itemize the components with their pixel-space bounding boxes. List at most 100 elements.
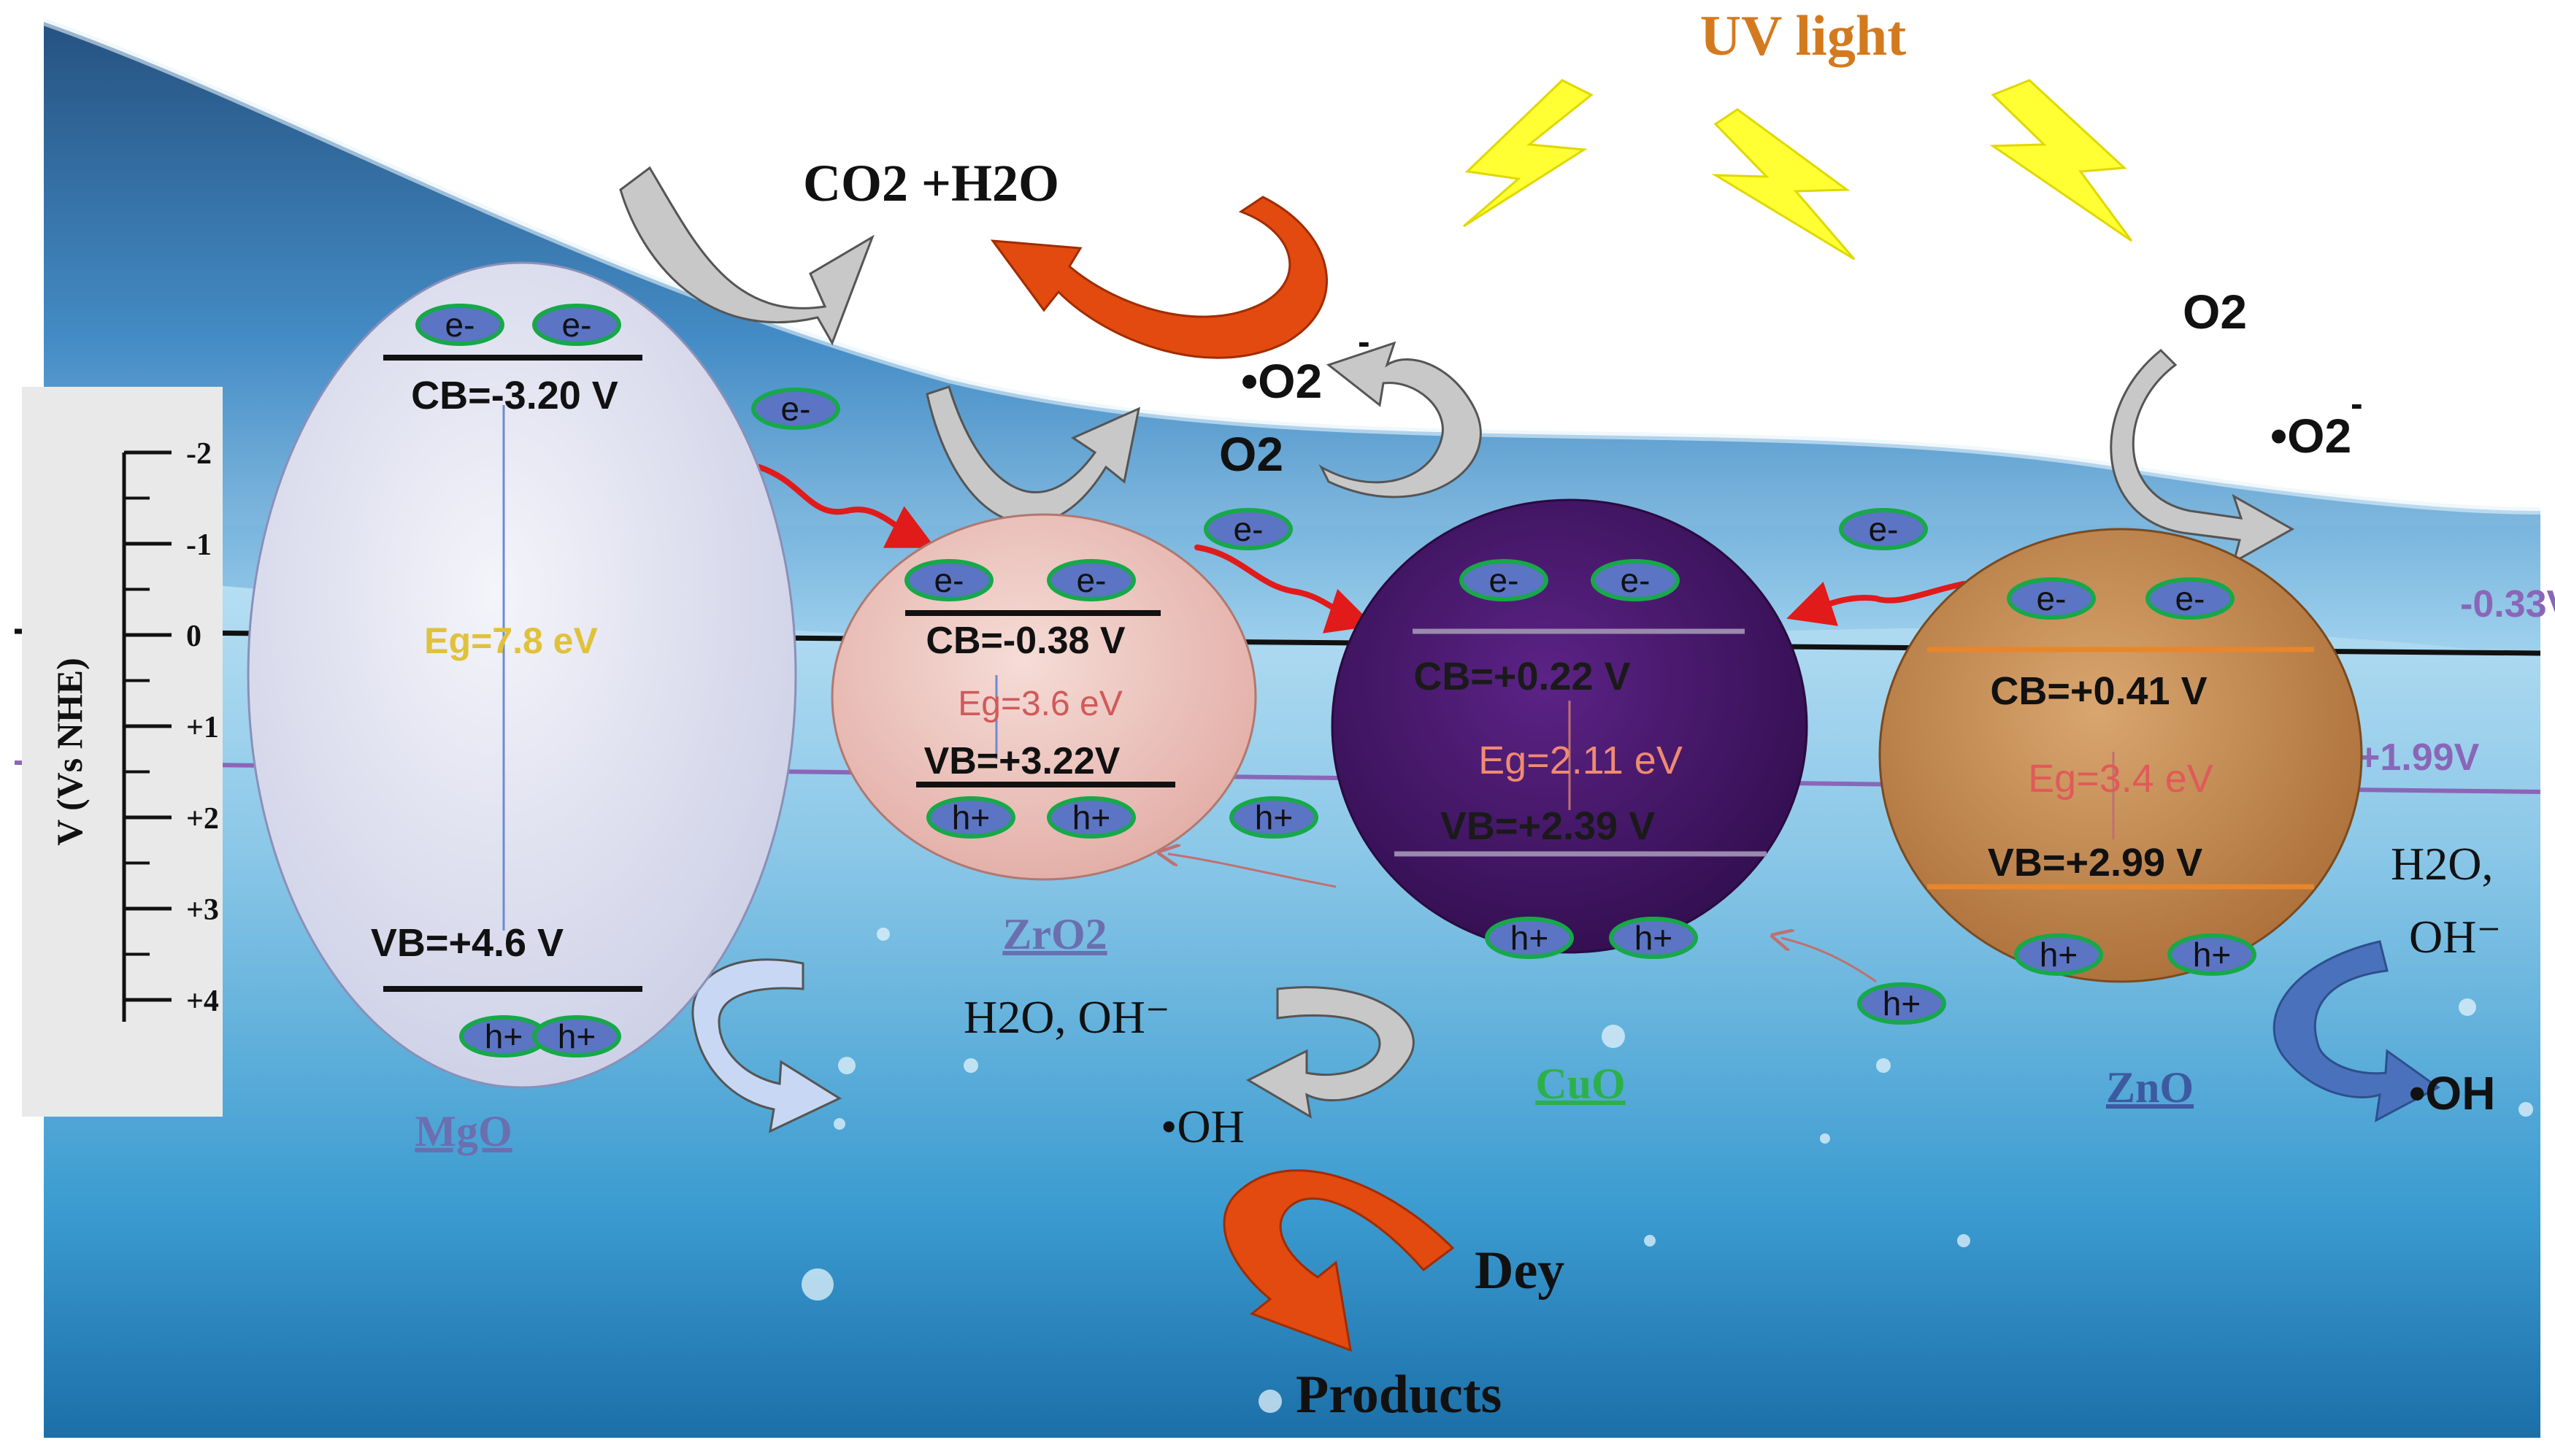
zno-name-label: ZnO xyxy=(2106,1063,2194,1112)
blue-arrow xyxy=(2272,940,2440,1122)
carrier-label: h+ xyxy=(2040,936,2078,974)
hole-badge: h+ xyxy=(1485,917,1574,959)
mgo-cb-label: CB=-3.20 V xyxy=(411,374,618,417)
axis-tick-label: +2 xyxy=(186,802,219,836)
semiconductor-zno: CB=+0.41 V Eg=3.4 eV VB=+2.99 V ZnO xyxy=(1878,528,2363,1112)
zro2-eg-label: Eg=3.6 eV xyxy=(958,685,1123,723)
co2-h2o-label: CO2 +H2O xyxy=(803,154,1059,212)
reduction-level-label: -0.33V xyxy=(2460,583,2555,625)
zno-cb-label: CB=+0.41 V xyxy=(1990,669,2207,713)
lightning-bolts xyxy=(1463,79,2133,261)
electron-badge: e- xyxy=(751,388,840,430)
carrier-label: e- xyxy=(781,390,811,428)
carrier-label: h+ xyxy=(952,798,990,836)
carrier-label: e- xyxy=(2175,579,2205,617)
zro2-cb-label: CB=-0.38 V xyxy=(926,620,1125,662)
carrier-label: e- xyxy=(1621,561,1651,599)
carrier-label: h+ xyxy=(558,1017,596,1055)
lightning-bolt-2 xyxy=(1711,108,1856,261)
hydroxyl-mid-label: •OH xyxy=(1161,1101,1245,1152)
carrier-label: h+ xyxy=(2193,936,2231,974)
electron-badge: e- xyxy=(1839,508,1928,550)
axis-ticks: -2-10+1+2+3+4 xyxy=(124,437,219,1018)
oxidation-level-label: +1.99V xyxy=(2358,736,2480,779)
hole-badge: h+ xyxy=(926,796,1015,839)
electron-badge: e- xyxy=(2145,577,2235,620)
superoxide-zno-label: •O2 xyxy=(2270,409,2351,463)
carrier-label: e- xyxy=(934,561,964,599)
hole-badge: h+ xyxy=(2167,933,2256,976)
carrier-label: e- xyxy=(562,306,592,344)
electron-badge: e- xyxy=(1047,559,1136,601)
h2o-zno-label: H2O, xyxy=(2391,838,2493,890)
cuo-vb-label: VB=+2.39 V xyxy=(1440,804,1655,848)
o2-zno-label: O2 xyxy=(2183,285,2247,339)
superoxide-cuo-charge: - xyxy=(1358,321,1370,362)
electron-badge: e- xyxy=(1459,559,1548,601)
mgo-eg-label: Eg=7.8 eV xyxy=(424,620,598,661)
h2o-oh-label: H2O, OH⁻ xyxy=(964,991,1170,1043)
electron-badge: e- xyxy=(532,304,621,346)
electron-badge: e- xyxy=(1204,508,1293,550)
electron-arrow-zro2-cuo xyxy=(1194,544,1375,633)
gray-arrow-zno-o2 xyxy=(2110,348,2295,565)
electron-transfer-arrows xyxy=(756,464,1967,633)
blue-arrow-zno-oh xyxy=(2272,940,2440,1122)
species-labels: CO2 +H2O •O2 - O2 O2 •O2 - H2O, OH⁻ •OH … xyxy=(803,154,2501,1425)
cuo-eg-label: Eg=2.11 eV xyxy=(1478,739,1683,782)
lightning-bolt-1 xyxy=(1463,79,1594,228)
electron-badge: e- xyxy=(904,559,994,601)
cuo-cb-label: CB=+0.22 V xyxy=(1413,655,1630,698)
gray-arrow-oh xyxy=(1245,986,1415,1119)
carrier-label: e- xyxy=(2037,579,2067,617)
oh-minus-zno-label: OH⁻ xyxy=(2409,911,2501,963)
dye-label: Dey xyxy=(1475,1241,1564,1301)
carrier-label: e- xyxy=(1234,510,1264,548)
axis-tick-label: +4 xyxy=(186,985,219,1018)
carrier-label: h+ xyxy=(1634,919,1672,957)
carrier-label: e- xyxy=(1869,510,1899,548)
hole-badge: h+ xyxy=(1857,982,1946,1025)
mgo-vb-label: VB=+4.6 V xyxy=(371,921,564,965)
electron-badge: e- xyxy=(415,304,504,346)
axis-tick-label: -2 xyxy=(186,437,212,471)
axis-tick-label: +3 xyxy=(186,893,219,927)
semiconductors: CB=-3.20 V Eg=7.8 eV VB=+4.6 V MgO CB=-0… xyxy=(247,261,2363,1155)
carrier-label: h+ xyxy=(1255,798,1293,836)
products-label: Products xyxy=(1296,1365,1502,1425)
electron-arrow-zno-cuo xyxy=(1786,581,1967,626)
zro2-vb-label: VB=+3.22V xyxy=(924,740,1121,782)
semiconductor-cuo: CB=+0.22 V Eg=2.11 eV VB=+2.39 V CuO xyxy=(1331,498,1808,1108)
hole-transfer-arrows xyxy=(1168,854,1877,983)
electron-arrow-mgo-zro2 xyxy=(756,464,936,548)
lightning-bolt-3 xyxy=(1989,79,2133,242)
hole-badge: h+ xyxy=(1229,796,1318,839)
hole-arrow-zno-cuo xyxy=(1781,938,1877,983)
wave-foam xyxy=(42,18,2541,515)
superoxide-zno-charge: - xyxy=(2351,383,2363,424)
hole-badge: h+ xyxy=(459,1015,548,1058)
carrier-label: e- xyxy=(1077,561,1107,599)
gray-arrow-cuo-o2 xyxy=(1318,341,1482,498)
gray-arrow-zro2 xyxy=(926,385,1141,525)
carrier-label: h+ xyxy=(485,1017,523,1055)
electron-badge: e- xyxy=(2007,577,2096,620)
orange-arrow-dye xyxy=(1223,1169,1455,1352)
gray-arrow-mgo-co2 xyxy=(619,166,875,346)
hole-arrow-cuo-zro2 xyxy=(1168,854,1337,888)
orange-arrow-co2 xyxy=(990,196,1328,359)
o2-cuo-label: O2 xyxy=(1219,427,1283,481)
charge-carriers: e-e-e-e-e-e-e-e-e-e-e-h+ h+ h+ h+ h+ h+ h+ h+ h+… xyxy=(415,304,2256,1058)
zno-vb-label: VB=+2.99 V xyxy=(1988,841,2202,885)
carrier-label: h+ xyxy=(1072,798,1110,836)
cuo-name-label: CuO xyxy=(1535,1060,1625,1108)
hole-badge: h+ xyxy=(1609,917,1698,959)
hole-badge: h+ xyxy=(532,1015,621,1058)
carrier-label: h+ xyxy=(1883,985,1921,1022)
axis-tick-label: -1 xyxy=(186,528,212,562)
gray-arrows xyxy=(619,166,2295,1133)
carrier-label: h+ xyxy=(1510,919,1548,957)
electron-badge: e- xyxy=(1591,559,1680,601)
